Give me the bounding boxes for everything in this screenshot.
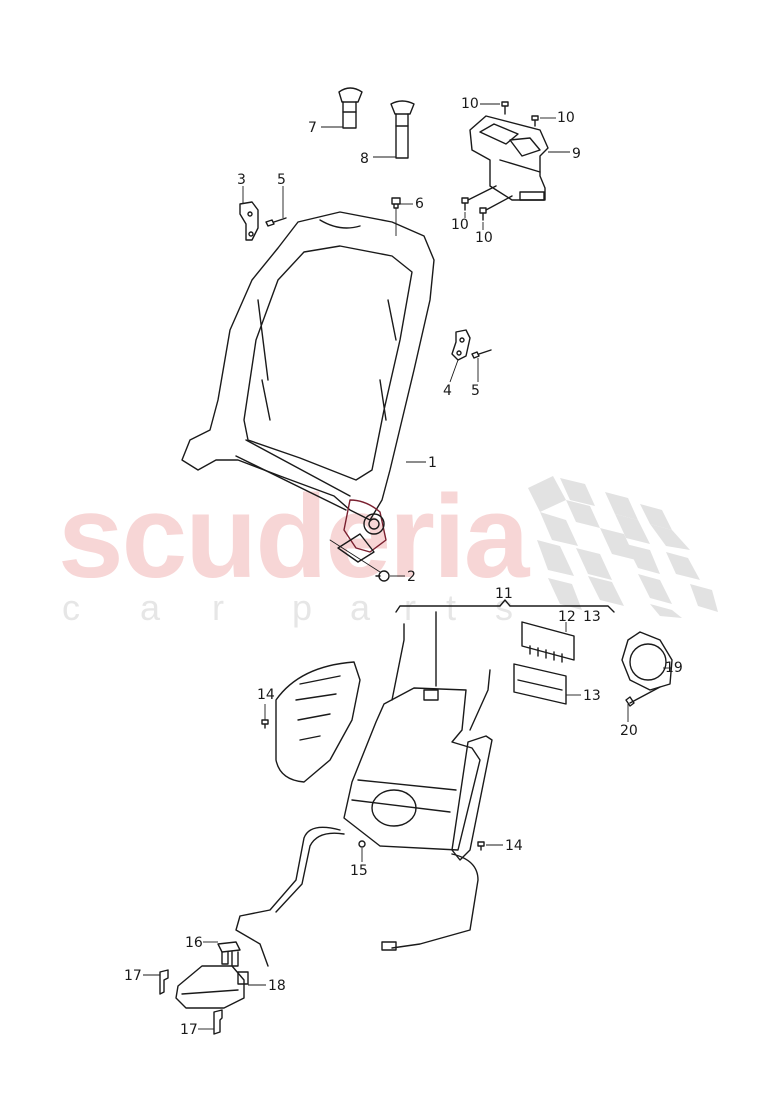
- callout-6: 6: [415, 196, 424, 212]
- part-3-bracket: [239, 201, 259, 241]
- part-6-plug: [391, 197, 401, 209]
- callout-9: 9: [572, 146, 581, 162]
- watermark-letter: s: [495, 587, 513, 628]
- part-9-mechanism-housing: [469, 115, 549, 201]
- callout-1: 1: [428, 455, 437, 471]
- watermark-letter: r: [212, 587, 224, 628]
- callout-14: 14: [505, 838, 523, 854]
- watermark-letter: t: [446, 587, 457, 628]
- part-10-screws: [461, 101, 539, 221]
- callout-19: 19: [665, 660, 683, 676]
- callout-5: 5: [277, 172, 286, 188]
- callout-13: 13: [583, 688, 601, 704]
- watermark-brand: scuderia: [58, 471, 529, 603]
- callout-3: 3: [237, 172, 246, 188]
- callout-17: 17: [180, 1022, 198, 1038]
- part-20-screw: [625, 686, 661, 707]
- callout-18: 18: [268, 978, 286, 994]
- part-14-clip: [261, 719, 269, 729]
- part-7-headrest-guide: [338, 87, 363, 129]
- part-5-bolt: [265, 217, 492, 359]
- part-13-control-unit: [513, 663, 567, 705]
- callout-10: 10: [461, 96, 479, 112]
- part-16-connector: [217, 941, 241, 967]
- callout-5: 5: [471, 383, 480, 399]
- part-4-bracket: [451, 329, 471, 361]
- callout-13: 13: [583, 609, 601, 625]
- watermark-letter: a: [350, 587, 371, 628]
- callout-10: 10: [557, 110, 575, 126]
- part-8-headrest-guide: [390, 100, 415, 159]
- callout-4: 4: [443, 383, 452, 399]
- callout-20: 20: [620, 723, 638, 739]
- callout-11: 11: [495, 586, 513, 602]
- part-18-control-module: [175, 965, 249, 1009]
- part-1-backrest-frame: [181, 211, 435, 573]
- callout-2: 2: [407, 569, 416, 585]
- part-14-clip: [477, 841, 485, 851]
- part-2-bolt: [375, 570, 390, 582]
- callout-14: 14: [257, 687, 275, 703]
- callout-12: 12: [558, 609, 576, 625]
- callout-15: 15: [350, 863, 368, 879]
- callout-8: 8: [360, 151, 369, 167]
- watermark-letter: p: [292, 587, 313, 628]
- checkered-flag-icon: [528, 476, 718, 618]
- part-12-control-unit: [521, 621, 575, 663]
- part-15-nut: [358, 840, 366, 848]
- callout-16: 16: [185, 935, 203, 951]
- callout-17: 17: [124, 968, 142, 984]
- callout-7: 7: [308, 120, 317, 136]
- part-11-group-bracket: [395, 599, 615, 613]
- part-17-connectors: [159, 969, 223, 1035]
- watermark-letter: c: [62, 587, 80, 628]
- callout-10: 10: [451, 217, 469, 233]
- watermark-letter: r: [404, 587, 416, 628]
- watermark-letter: a: [140, 587, 161, 628]
- callout-10: 10: [475, 230, 493, 246]
- part-11-backrest-panel: [235, 623, 493, 967]
- part-19-speaker-ring: [621, 631, 673, 691]
